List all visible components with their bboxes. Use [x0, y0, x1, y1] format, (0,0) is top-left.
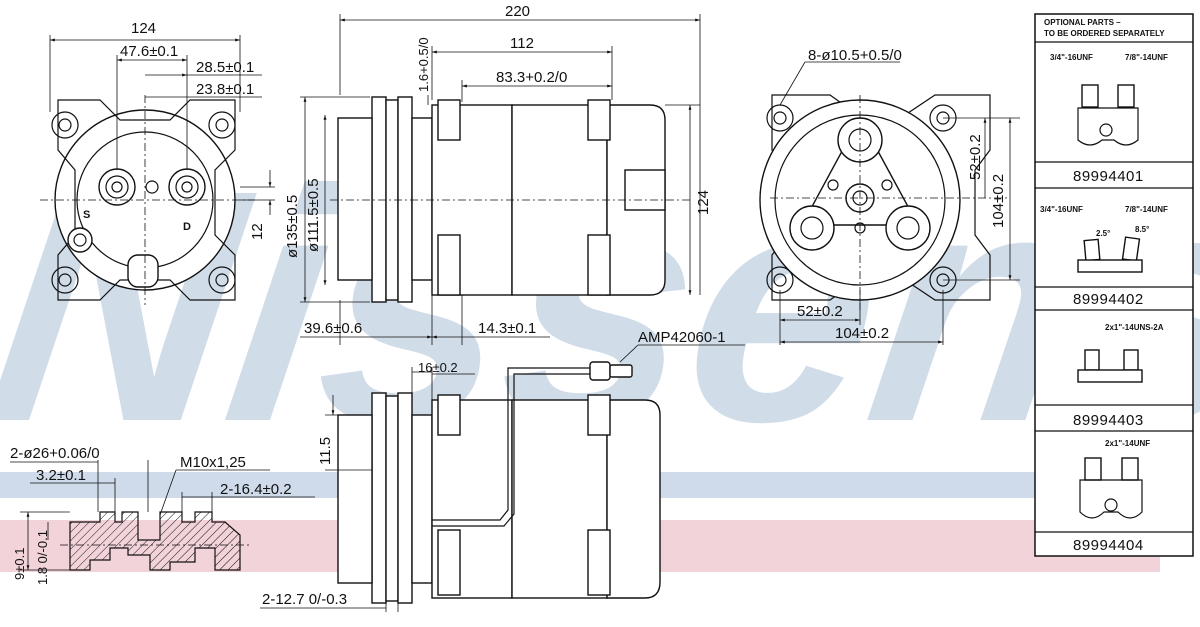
optional-part-1[interactable]: 3/4"-16UNF 7/8"-14UNF 89994401 — [1035, 53, 1193, 189]
optional-part-2[interactable]: 3/4"-16UNF 7/8"-14UNF 2.5° 8.5° 89994402 — [1035, 205, 1193, 311]
connector-plug — [589, 361, 611, 381]
section-block — [69, 511, 241, 571]
optional-header-2: TO BE ORDERED SEPARATELY — [1044, 29, 1165, 38]
side-width-dim: 124 — [131, 20, 156, 37]
fitting-label-top: 2x1"-14UNS-2A — [1105, 323, 1164, 332]
top-offset-dim: 1.6+0.5/0 — [416, 37, 431, 92]
pulley-dia-2-dim: ø111.5±0.5 — [305, 178, 322, 252]
side-view: S D 124 47.6±0.1 28.5±0.1 23.8±0.1 12 — [40, 20, 275, 305]
main-height-dim: 124 — [695, 190, 712, 215]
thread-dim: M10x1,25 — [180, 454, 246, 471]
fitting-label-left: 3/4"-16UNF — [1050, 53, 1093, 62]
front-vertical-2-dim: 104±0.2 — [990, 174, 1007, 228]
port-height-dim: 12 — [249, 223, 266, 240]
optional-parts-panel: OPTIONAL PARTS – TO BE ORDERED SEPARATEL… — [1034, 13, 1194, 557]
valve-port — [67, 227, 93, 253]
pulley-disc-1 — [371, 96, 387, 303]
front-vertical-1-dim: 52±0.2 — [967, 134, 984, 180]
fitting-label-right: 7/8"-14UNF — [1125, 53, 1168, 62]
part-number-4: 89994404 — [1073, 537, 1144, 554]
front-horizontal-2-dim: 104±0.2 — [835, 325, 889, 342]
body-length-2-dim: 83.3+0.2/0 — [496, 69, 567, 86]
part-number-3: 89994403 — [1073, 412, 1144, 429]
clutch-offset-dim: 16±0.2 — [418, 360, 458, 375]
angle-right: 8.5° — [1135, 225, 1149, 234]
groove-width-dim: 2-12.7 0/-0.3 — [262, 591, 347, 608]
fitting-label-top: 2x1"-14UNF — [1105, 439, 1150, 448]
connector-dim: AMP42060-1 — [638, 329, 726, 346]
optional-part-3[interactable]: 2x1"-14UNS-2A 89994403 — [1035, 323, 1193, 432]
pulley-dia-1-dim: ø135±0.5 — [284, 195, 301, 258]
front-view: 8-ø10.5+0.5/0 52±0.2 104±0.2 52±0.2 104±… — [759, 47, 1020, 345]
lower-view: AMP42060-1 16±0.2 11.5 2-12.7 0/-0.3 — [260, 329, 745, 612]
part-number-2: 89994402 — [1073, 291, 1144, 308]
bore-dim: 2-ø26+0.06/0 — [10, 445, 100, 462]
optional-part-4[interactable]: 2x1"-14UNF 89994404 — [1035, 439, 1193, 554]
optional-header-1: OPTIONAL PARTS – — [1044, 18, 1121, 27]
suction-label: S — [83, 209, 90, 221]
port-offset-2-dim: 23.8±0.1 — [196, 81, 254, 98]
port-spacing-dim: 47.6±0.1 — [120, 43, 178, 60]
part-number-1: 89994401 — [1073, 168, 1144, 185]
total-length-dim: 220 — [505, 3, 530, 20]
pulley-disc-2 — [397, 96, 413, 303]
clutch-height-dim: 11.5 — [317, 437, 334, 465]
fitting-label-right: 7/8"-14UNF — [1125, 205, 1168, 214]
section-depth-dim: 1.8 0/-0.1 — [35, 530, 50, 585]
front-horizontal-1-dim: 52±0.2 — [797, 303, 843, 320]
mount-holes-dim: 8-ø10.5+0.5/0 — [808, 47, 902, 64]
hole-spacing-dim: 2-16.4±0.2 — [220, 481, 292, 498]
angle-left: 2.5° — [1096, 229, 1110, 238]
pulley-offset-dim: 39.6±0.6 — [304, 320, 362, 337]
clutch-wire — [432, 367, 590, 521]
main-view: 220 112 83.3+0.2/0 1.6+0.5/0 ø135±0.5 ø1… — [284, 3, 712, 345]
mount-offset-dim: 14.3±0.1 — [478, 320, 536, 337]
port-offset-1-dim: 28.5±0.1 — [196, 59, 254, 76]
section-height-dim: 9±0.1 — [12, 548, 27, 580]
step-dim: 3.2±0.1 — [36, 467, 86, 484]
section-view: 2-ø26+0.06/0 3.2±0.1 M10x1,25 2-16.4±0.2… — [10, 445, 315, 585]
discharge-label: D — [183, 221, 191, 233]
body-length-dim: 112 — [510, 35, 534, 52]
fitting-label-left: 3/4"-16UNF — [1040, 205, 1083, 214]
